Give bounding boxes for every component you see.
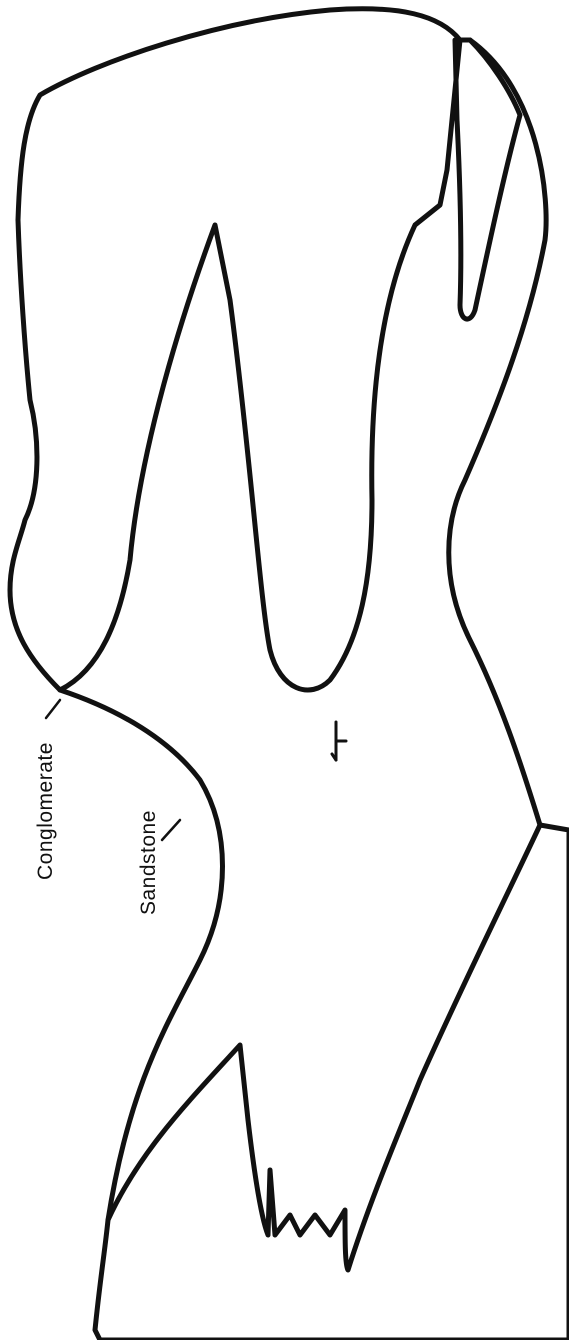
- sandstone-label: Sandstone: [137, 810, 160, 915]
- conglomerate-label: Conglomerate: [34, 742, 57, 880]
